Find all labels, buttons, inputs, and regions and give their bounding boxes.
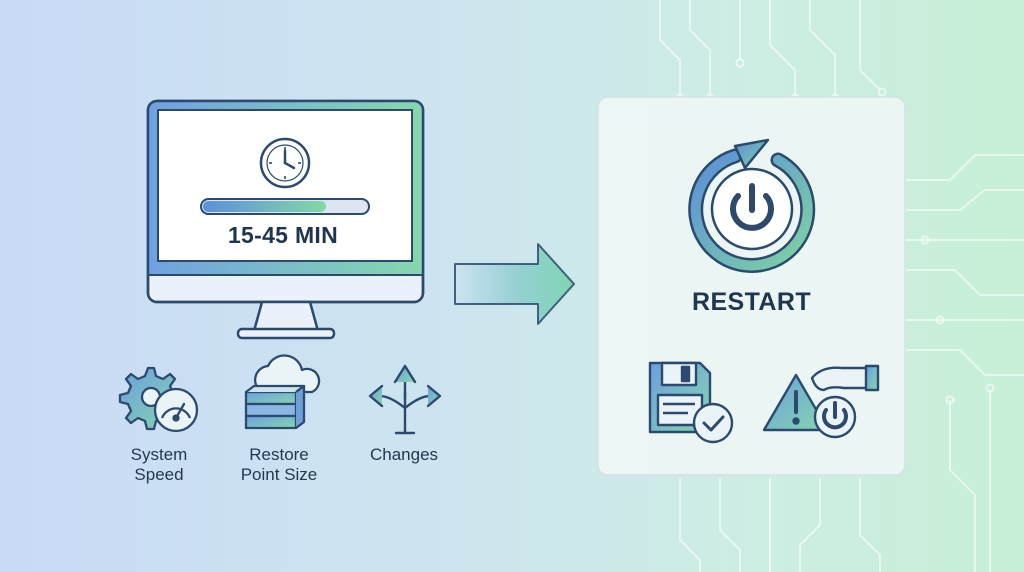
branching-arrows-icon — [368, 364, 442, 435]
flow-arrow — [454, 243, 575, 325]
progress-fill — [203, 201, 326, 212]
factor-label-restore-point-size: Restore Point Size — [240, 445, 318, 484]
factor-label-system-speed: System Speed — [130, 445, 188, 484]
circuit-traces — [659, 0, 1024, 572]
cloud-database-icon — [244, 354, 321, 430]
progress-bar — [200, 198, 370, 215]
monitor — [146, 99, 425, 340]
warning-power-icon — [762, 364, 880, 439]
clock-icon — [259, 137, 311, 189]
factor-label-changes: Changes — [369, 445, 439, 464]
duration-label: 15-45 MIN — [227, 222, 339, 248]
save-check-icon — [648, 361, 734, 444]
restart-title: RESTART — [692, 288, 811, 316]
gear-speedometer-icon — [118, 366, 199, 433]
restart-power-icon — [688, 138, 816, 273]
